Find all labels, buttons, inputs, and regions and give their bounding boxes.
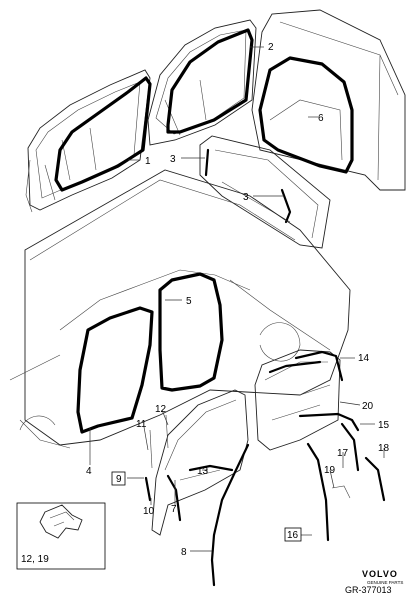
seal-part-5	[158, 272, 224, 392]
seal-part-14	[294, 350, 344, 382]
callout-16-box	[284, 527, 302, 542]
seal-part-16	[306, 442, 330, 542]
brand-subtitle: GENUINE PARTS	[367, 580, 403, 585]
callout-9-box	[111, 471, 126, 486]
callout-7: 7	[171, 504, 177, 515]
seal-part-1	[54, 76, 152, 192]
seal-part-20	[268, 360, 322, 374]
tailgate-panel-illustration	[199, 135, 331, 249]
leader-lines	[89, 46, 385, 552]
callout-5: 5	[186, 296, 192, 307]
volvo-logo: VOLVO GENUINE PARTS	[362, 569, 403, 585]
callout-10: 10	[143, 506, 155, 517]
inset-detail-box	[16, 502, 106, 570]
brand-name: VOLVO	[362, 569, 398, 579]
exploded-doors-illustration	[151, 349, 341, 536]
seal-part-8	[210, 443, 250, 587]
seal-part-19	[331, 485, 351, 499]
callout-1: 1	[145, 156, 151, 167]
seal-part-3b	[280, 188, 292, 224]
seal-part-6	[258, 56, 354, 174]
callout-12: 12	[155, 404, 167, 415]
seal-part-3a	[204, 148, 210, 177]
callout-6: 6	[318, 113, 324, 124]
callout-14: 14	[358, 353, 370, 364]
seal-part-10	[144, 476, 152, 502]
callout-9: 9	[116, 474, 122, 485]
callout-19: 19	[324, 465, 336, 476]
callout-3a: 3	[170, 154, 176, 165]
inset-label: 12, 19	[21, 554, 49, 565]
seal-part-4	[76, 306, 154, 434]
callout-16: 16	[287, 530, 299, 541]
callout-18: 18	[378, 443, 390, 454]
tailgate-illustration	[251, 9, 406, 191]
seal-part-11	[149, 429, 153, 469]
callout-20: 20	[362, 401, 374, 412]
callout-13: 13	[197, 466, 209, 477]
callout-8: 8	[181, 547, 187, 558]
diagram-code: GR-377013	[345, 585, 392, 595]
rear-door-illustration	[147, 19, 257, 146]
callout-11: 11	[136, 419, 147, 430]
callout-labels: 1 2 3 3 4 5 6 7 8 9 10 11 12 13 14 15 16…	[21, 42, 390, 565]
callout-3b: 3	[243, 192, 249, 203]
seal-part-13	[188, 464, 234, 472]
seal-part-15	[298, 412, 360, 432]
seal-part-7	[166, 474, 182, 522]
seal-part-2	[166, 28, 254, 134]
callout-15: 15	[378, 420, 390, 431]
callout-2: 2	[268, 42, 274, 53]
callout-17: 17	[337, 448, 349, 459]
car-body-illustration	[9, 169, 351, 449]
callout-4: 4	[86, 466, 92, 477]
seal-part-17	[340, 422, 360, 472]
seal-part-18	[364, 456, 386, 502]
